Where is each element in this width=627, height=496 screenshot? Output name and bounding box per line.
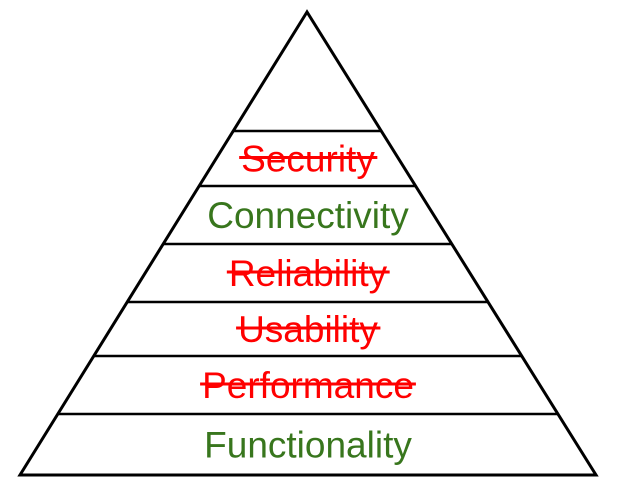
level-label-connectivity: Connectivity [207, 195, 409, 236]
level-label-functionality: Functionality [204, 425, 412, 466]
